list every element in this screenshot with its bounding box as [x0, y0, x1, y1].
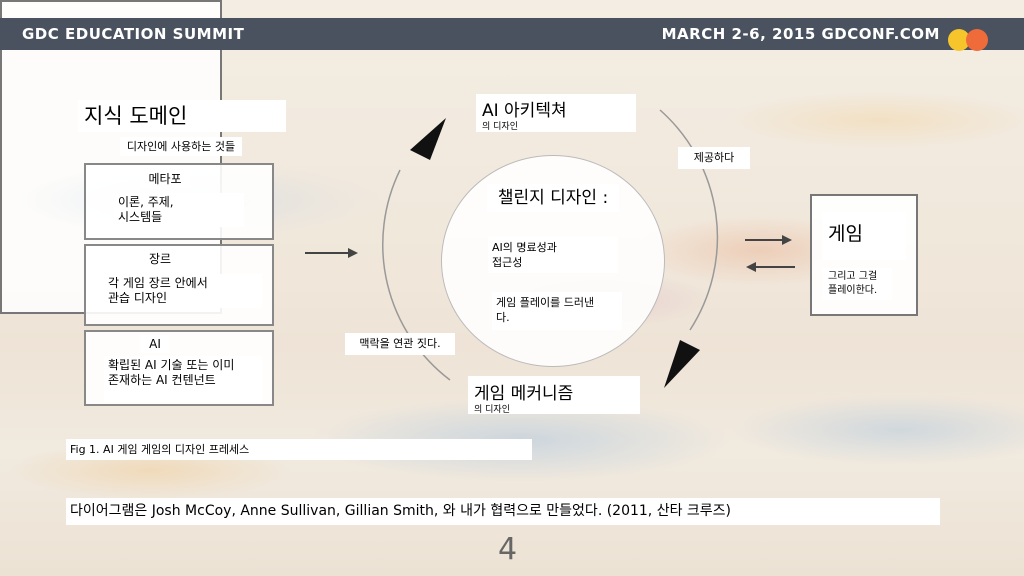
cycle-arc-right [659, 109, 719, 331]
challenge-title: 챌린지 디자인 : [487, 184, 619, 212]
architecture-title: AI 아키텍쳐 [482, 101, 567, 121]
game-title: 게임 [822, 212, 906, 260]
game-mechanics-label: 게임 메커니즘 의 디자인 [468, 376, 640, 415]
genre-label: 장르 [140, 250, 180, 268]
page-number: 4 [498, 532, 518, 567]
game-subtitle: 그리고 그걸 플레이한다. [822, 268, 892, 300]
ai-label: AI [140, 335, 170, 353]
genre-text: 각 게임 장르 안에서 관습 디자인 [104, 274, 262, 308]
figure-caption: Fig 1. AI 게임 게임의 디자인 프레세스 [66, 439, 532, 460]
header-bar: GDC EDUCATION SUMMIT MARCH 2-6, 2015 GDC… [0, 18, 1024, 51]
cycle-arc-left [382, 169, 451, 381]
ai-architecture-label: AI 아키텍쳐 의 디자인 [476, 94, 636, 132]
challenge-item-gameplay: 게임 플레이를 드러낸 다. [492, 292, 622, 330]
arrowhead-to-game-icon [782, 235, 792, 245]
metaphor-label: 메타포 [140, 170, 190, 188]
mechanics-title: 게임 메커니즘 [474, 384, 574, 404]
credit-text: 다이어그램은 Josh McCoy, Anne Sullivan, Gillia… [66, 498, 940, 525]
event-date-site: MARCH 2-6, 2015 GDCONF.COM [661, 25, 940, 43]
knowledge-title: 지식 도메인 [78, 100, 286, 132]
metaphor-text: 이론, 주제, 시스템들 [114, 193, 244, 227]
arrowhead-right-icon [348, 248, 358, 258]
ai-text: 확립된 AI 기술 또는 이미 존재하는 AI 컨텐넌트 [104, 356, 262, 402]
arrowhead-from-game-icon [746, 262, 756, 272]
mechanics-subtitle: 의 디자인 [474, 405, 510, 415]
gdc-logo-icon [948, 29, 994, 51]
knowledge-subtitle: 디자인에 사용하는 것들 [120, 137, 242, 156]
challenge-item-clarity: AI의 명료성과 접근성 [488, 237, 618, 273]
arrowhead-top-icon [410, 118, 446, 160]
provide-label: 제공하다 [678, 147, 750, 169]
architecture-subtitle: 의 디자인 [482, 122, 518, 132]
context-label: 맥락을 연관 짓다. [345, 333, 455, 355]
arrowhead-bottom-icon [664, 340, 700, 388]
event-title: GDC EDUCATION SUMMIT [22, 25, 245, 43]
